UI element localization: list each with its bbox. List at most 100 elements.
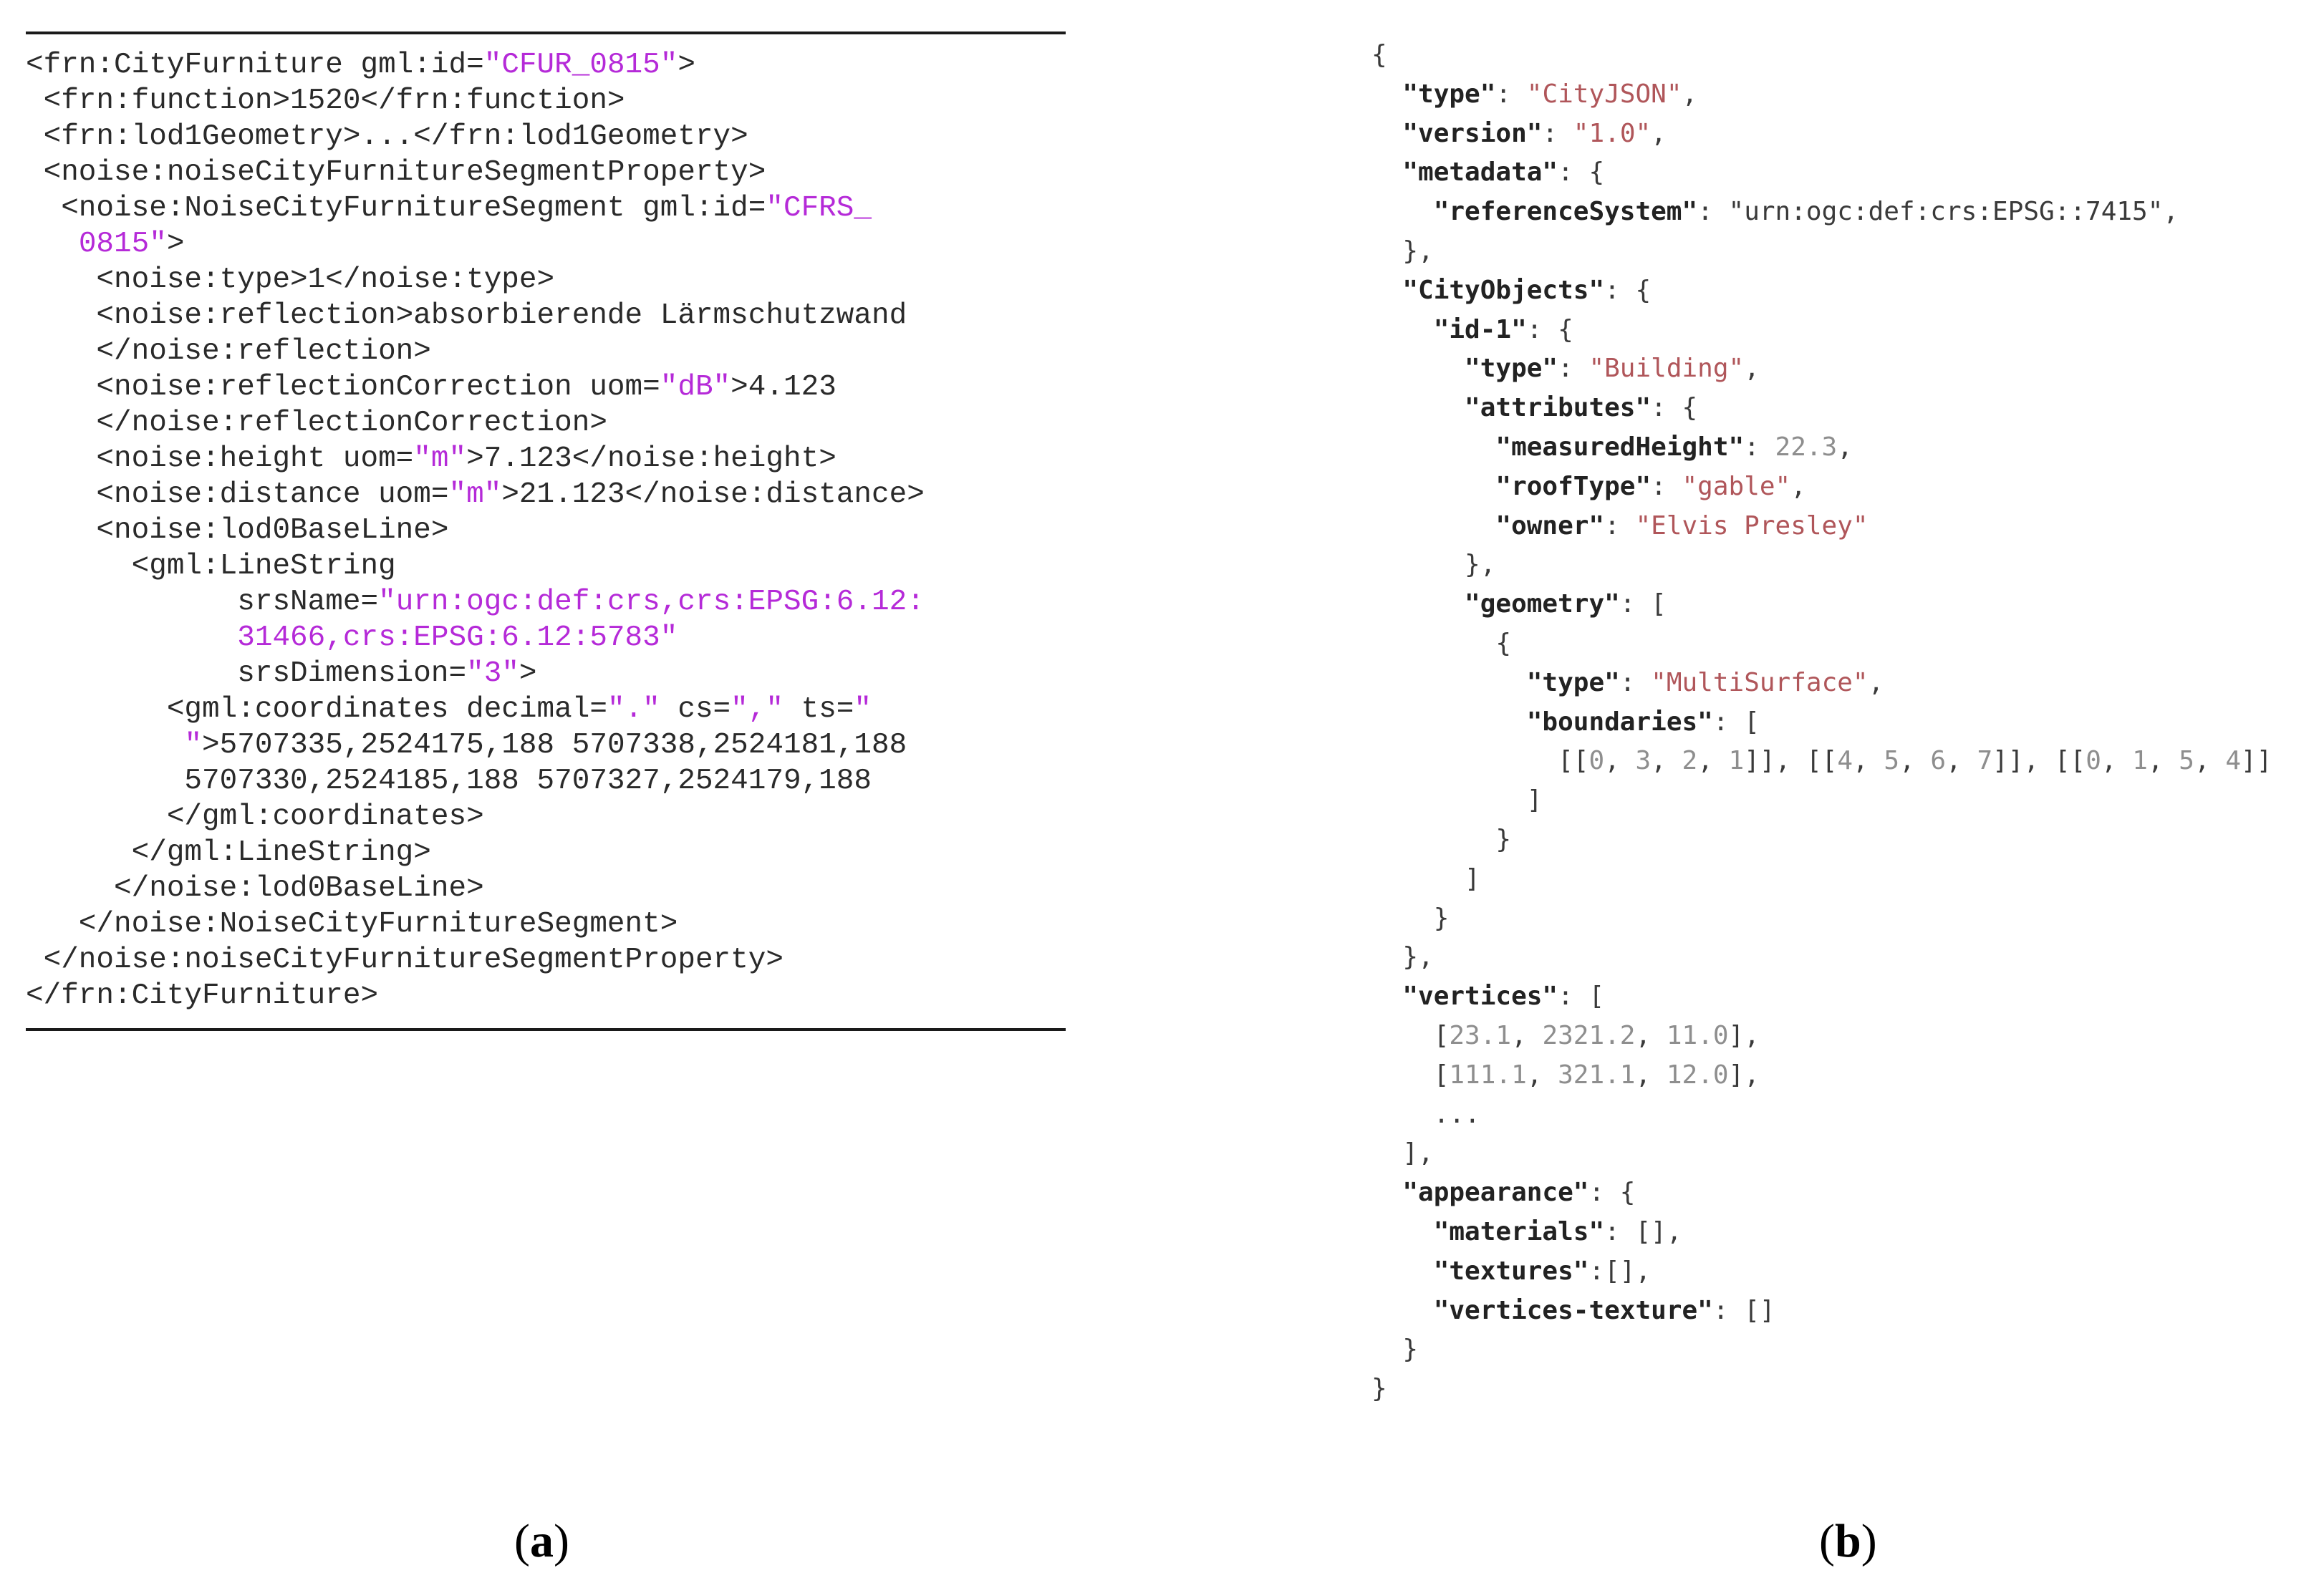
code-token: <noise:lod0BaseLine> — [26, 514, 449, 547]
code-token: :[], — [1588, 1256, 1652, 1286]
top-rule — [26, 32, 1066, 34]
json-line: } — [1371, 1330, 2272, 1370]
json-line: [[0, 3, 2, 1]], [[4, 5, 6, 7]], [[0, 1, … — [1371, 742, 2272, 781]
xml-line: srsDimension="3"> — [26, 656, 925, 692]
json-line: "type": "Building", — [1371, 349, 2272, 389]
code-token: , — [1511, 1020, 1543, 1050]
code-token: 31466,crs:EPSG:6.12:5783" — [237, 621, 678, 654]
code-token: "metadata" — [1402, 158, 1558, 188]
code-token: 321.1 — [1558, 1060, 1636, 1090]
code-token: ]], [[ — [1744, 746, 1838, 776]
code-token: 23.1 — [1449, 1020, 1512, 1050]
json-line: "owner": "Elvis Presley" — [1371, 507, 2272, 546]
code-token: ], — [1371, 1138, 1434, 1168]
code-token: srsDimension= — [26, 657, 467, 690]
code-token: cs= — [660, 693, 731, 726]
code-token: "type" — [1526, 667, 1620, 697]
code-token — [1371, 1178, 1402, 1207]
code-token: } — [1371, 1335, 1419, 1365]
code-token: 4 — [1837, 746, 1853, 776]
code-token: : [ — [1558, 982, 1605, 1012]
code-token: , — [2147, 746, 2179, 776]
code-token: , — [1837, 432, 1853, 462]
code-token — [1371, 1217, 1434, 1246]
code-token: <frn:function>1520</frn:function> — [26, 84, 625, 117]
code-token: "Building" — [1588, 354, 1745, 384]
code-token: : [ — [1712, 707, 1760, 737]
code-token: <frn:lod1Geometry>...</frn:lod1Geometry> — [26, 120, 748, 153]
code-token: 6 — [1930, 746, 1947, 776]
code-token: { — [1371, 40, 1387, 69]
json-line: ], — [1371, 1134, 2272, 1173]
code-token: : — [1542, 118, 1573, 148]
code-token: }, — [1371, 236, 1434, 266]
panel-b-json: { "type": "CityJSON", "version": "1.0", … — [1371, 36, 2272, 1409]
code-token — [1371, 511, 1495, 541]
code-token: : { — [1526, 314, 1573, 344]
code-token: , — [1635, 1020, 1667, 1050]
code-token: "geometry" — [1465, 589, 1620, 619]
caption-b: (b) — [1819, 1515, 1877, 1567]
code-token: " — [184, 729, 203, 762]
json-line: "type": "CityJSON", — [1371, 75, 2272, 115]
xml-line: <gml:LineString — [26, 548, 925, 584]
code-token: > — [166, 228, 185, 261]
xml-line: </gml:coordinates> — [26, 799, 925, 835]
json-line: ] — [1371, 860, 2272, 899]
code-token — [1371, 707, 1527, 737]
code-token — [1371, 432, 1495, 462]
code-token: "MultiSurface" — [1651, 667, 1869, 697]
json-line: "vertices": [ — [1371, 977, 2272, 1017]
xml-line: </gml:LineString> — [26, 835, 925, 871]
code-token: </noise:reflectionCorrection> — [26, 407, 607, 440]
code-token: "materials" — [1433, 1216, 1605, 1246]
code-token — [26, 621, 237, 654]
code-token: </frn:CityFurniture> — [26, 979, 379, 1012]
code-token — [1371, 276, 1402, 305]
code-token — [26, 729, 184, 762]
json-line: }, — [1371, 232, 2272, 271]
json-line: }, — [1371, 938, 2272, 977]
code-token: 11.0 — [1666, 1020, 1729, 1050]
json-line: } — [1371, 820, 2272, 860]
xml-line: ">5707335,2524175,188 5707338,2524181,18… — [26, 727, 925, 763]
json-line: }, — [1371, 546, 2272, 585]
code-token: : — [1744, 432, 1775, 462]
caption-a: (a) — [514, 1515, 569, 1567]
xml-line: </noise:reflection> — [26, 334, 925, 369]
code-token: ]] — [2241, 746, 2272, 776]
code-token: , — [1651, 746, 1682, 776]
json-line: "id-1": { — [1371, 311, 2272, 350]
code-token: "attributes" — [1465, 393, 1652, 423]
xml-line: <frn:lod1Geometry>...</frn:lod1Geometry> — [26, 119, 925, 155]
xml-line: <noise:noiseCityFurnitureSegmentProperty… — [26, 155, 925, 190]
code-token: >5707335,2524175,188 5707338,2524181,188 — [202, 729, 907, 762]
code-token: ] — [1371, 863, 1480, 894]
code-token: : { — [1604, 275, 1652, 305]
xml-line: </noise:lod0BaseLine> — [26, 871, 925, 906]
code-token: <gml:coordinates decimal= — [26, 693, 607, 726]
json-line: { — [1371, 624, 2272, 664]
code-token: "CFRS_ — [766, 192, 872, 225]
code-token: 5 — [1884, 746, 1900, 776]
code-token: } — [1371, 1374, 1387, 1404]
code-token: ]], [[ — [1992, 746, 2086, 776]
code-token — [1371, 119, 1402, 148]
code-token: "1.0" — [1573, 118, 1652, 148]
code-token: 22.3 — [1775, 432, 1838, 462]
code-token: </noise:reflection> — [26, 335, 431, 368]
code-token — [1371, 472, 1495, 501]
json-line: "appearance": { — [1371, 1173, 2272, 1213]
code-token: , — [1635, 1060, 1667, 1090]
code-token — [1371, 1257, 1434, 1286]
code-token: 0815" — [78, 228, 167, 261]
code-token: "CFUR_0815" — [483, 49, 678, 82]
code-token: : { — [1651, 393, 1698, 423]
code-token: "m" — [413, 442, 467, 475]
code-token: "," — [731, 693, 783, 726]
caption-b-label: b — [1834, 1515, 1861, 1567]
code-token: , — [1697, 746, 1729, 776]
xml-line: srsName="urn:ogc:def:crs,crs:EPSG:6.12: — [26, 584, 925, 620]
code-token: : — [1604, 510, 1636, 541]
code-token: "type" — [1402, 79, 1496, 109]
